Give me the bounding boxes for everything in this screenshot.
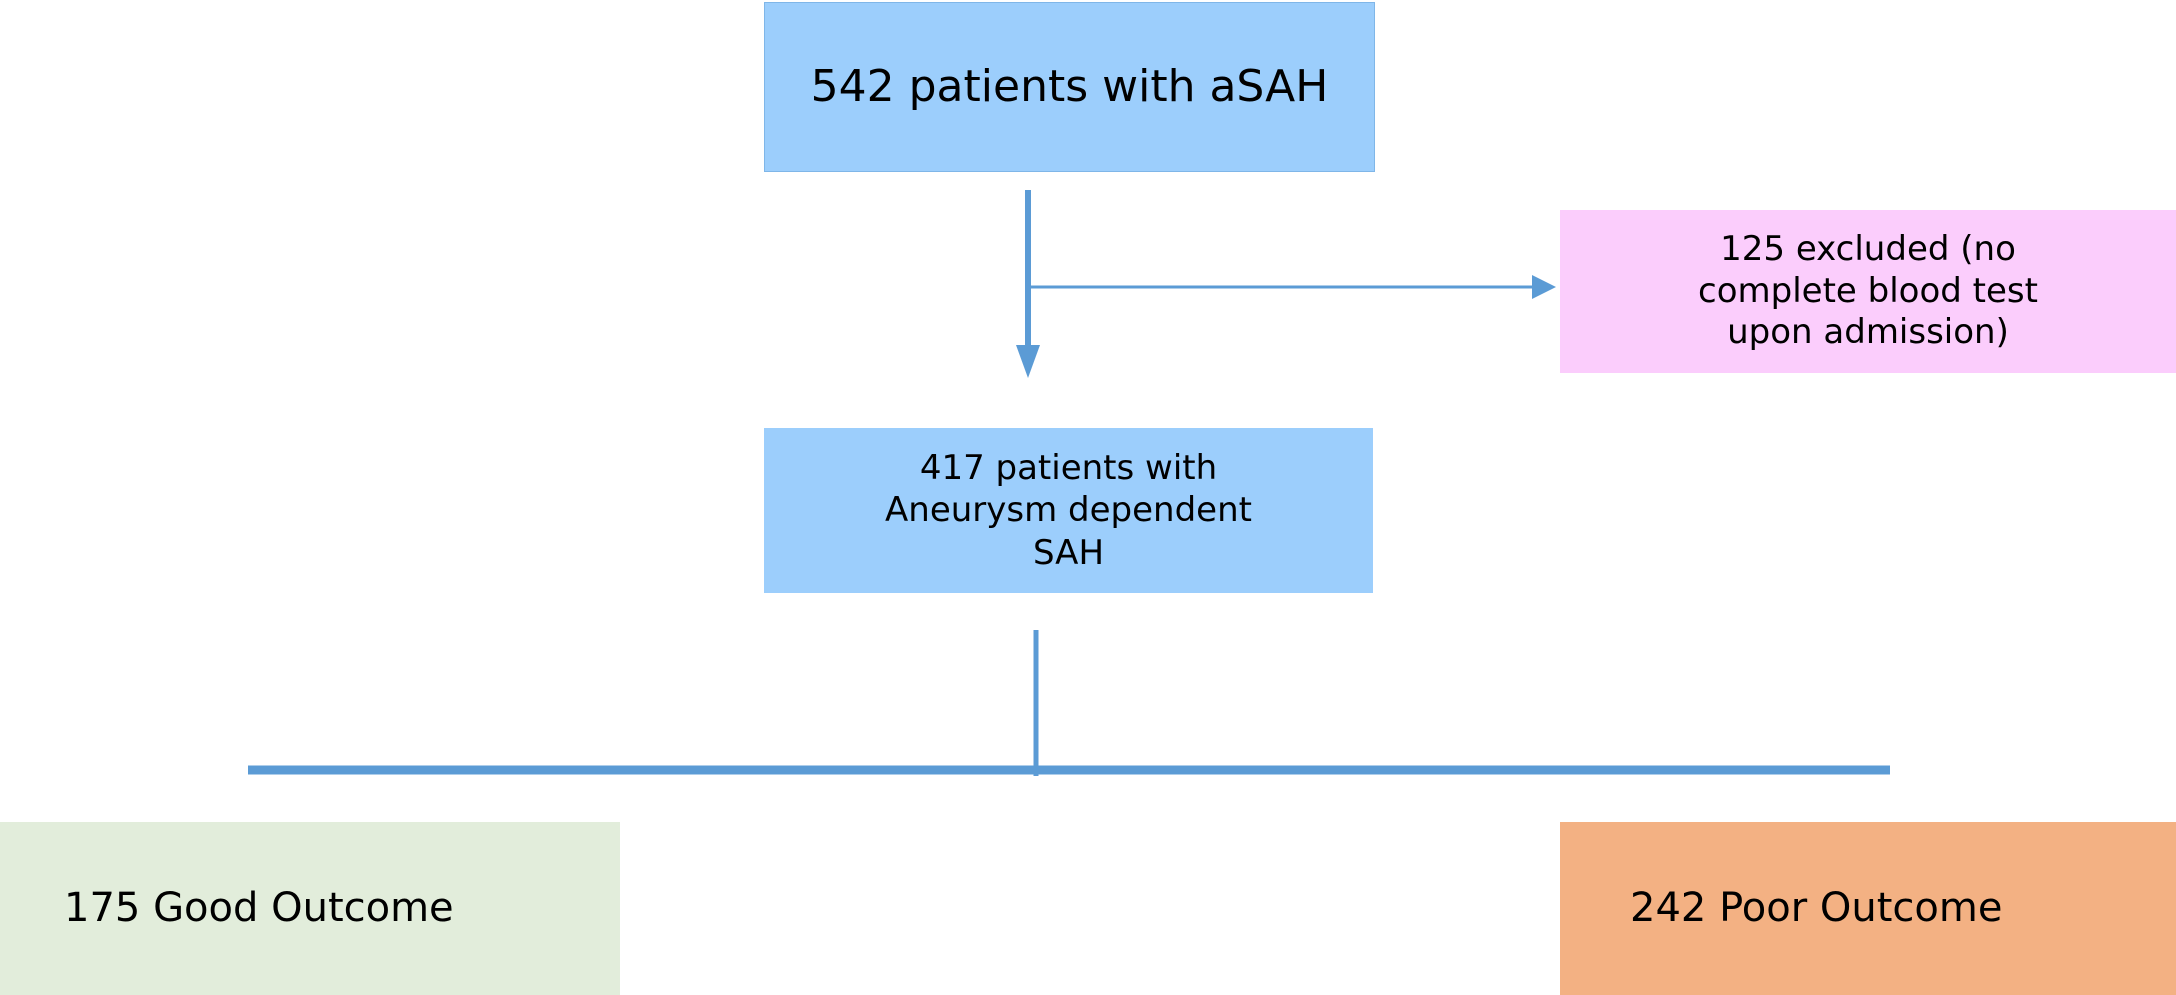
right-arrow-icon <box>1028 275 1556 299</box>
node-source-cohort: 542 patients with aSAH <box>764 2 1375 172</box>
connector-outcome-split-bar <box>248 763 1890 777</box>
horizontal-line-icon <box>248 765 1890 775</box>
connector-source-to-excluded <box>1028 270 1558 304</box>
node-good-outcome-label: 175 Good Outcome <box>64 884 454 931</box>
vertical-line-icon <box>1033 630 1039 776</box>
down-arrow-icon <box>1016 190 1040 378</box>
node-good-outcome: 175 Good Outcome <box>0 822 620 995</box>
node-included-cohort: 417 patients with Aneurysm dependent SAH <box>764 428 1373 593</box>
connector-source-to-included <box>1013 190 1043 380</box>
node-source-label: 542 patients with aSAH <box>810 61 1329 113</box>
node-included-label: 417 patients with Aneurysm dependent SAH <box>885 448 1252 573</box>
node-excluded: 125 excluded (no complete blood test upo… <box>1560 210 2176 373</box>
node-excluded-label: 125 excluded (no complete blood test upo… <box>1698 229 2038 353</box>
node-poor-outcome-label: 242 Poor Outcome <box>1630 884 2003 931</box>
connector-included-stem <box>1028 630 1044 776</box>
node-poor-outcome: 242 Poor Outcome <box>1560 822 2176 995</box>
